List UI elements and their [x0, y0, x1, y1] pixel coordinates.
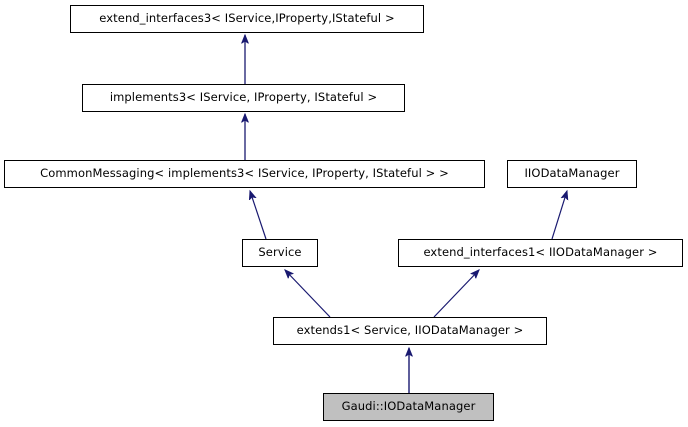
class-node-label: IIODataManager	[524, 166, 620, 181]
class-node-implements3[interactable]: implements3< IService, IProperty, IState…	[82, 84, 405, 112]
class-node-label: implements3< IService, IProperty, IState…	[109, 90, 378, 105]
class-node-label: Gaudi::IODataManager	[341, 399, 476, 414]
class-node-label: CommonMessaging< implements3< IService, …	[40, 166, 449, 181]
class-node-label: Service	[258, 245, 302, 260]
class-node-label: extend_interfaces3< IService,IProperty,I…	[99, 11, 395, 26]
class-node-commonmessaging[interactable]: CommonMessaging< implements3< IService, …	[4, 160, 485, 188]
class-node-label: extends1< Service, IIODataManager >	[296, 323, 524, 338]
edge-extends1-to-extendinterfaces1	[433, 270, 479, 318]
edge-extends1-to-service	[285, 270, 331, 318]
class-node-gaudi-iodatamanager[interactable]: Gaudi::IODataManager	[323, 393, 494, 421]
edge-extendinterfaces1-to-iiodatamanager	[551, 191, 567, 240]
class-node-label: extend_interfaces1< IIODataManager >	[423, 245, 658, 260]
class-node-iiodatamanager[interactable]: IIODataManager	[507, 160, 637, 188]
class-node-extend-interfaces3[interactable]: extend_interfaces3< IService,IProperty,I…	[70, 5, 424, 33]
class-node-extends1[interactable]: extends1< Service, IIODataManager >	[273, 317, 547, 345]
class-node-extend-interfaces1[interactable]: extend_interfaces1< IIODataManager >	[398, 239, 683, 267]
class-node-service[interactable]: Service	[242, 239, 318, 267]
edge-service-to-commonmessaging	[250, 191, 267, 240]
